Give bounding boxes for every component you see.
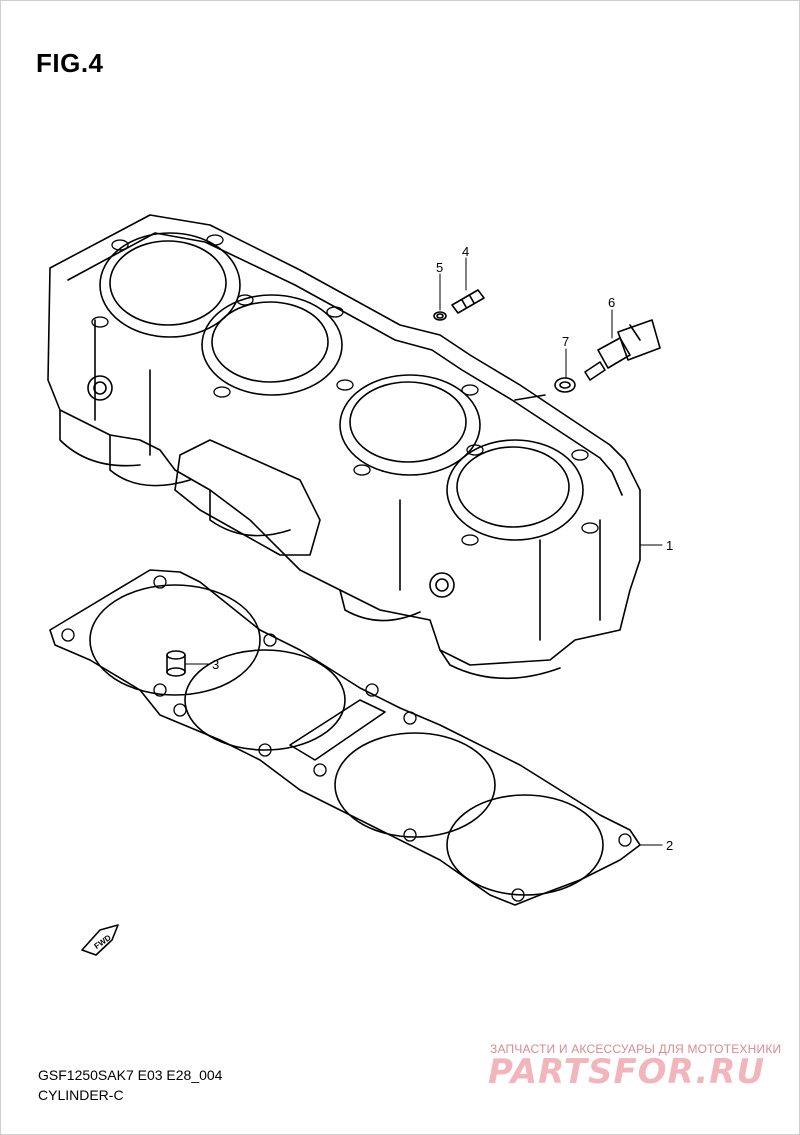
cylinder-gasket <box>49 569 641 906</box>
o-ring <box>433 311 447 321</box>
sensor-washer <box>554 377 576 393</box>
model-code: GSF1250SAK7 E03 E28_004 <box>38 1067 223 1083</box>
callout-6: 6 <box>608 295 615 310</box>
section-name: CYLINDER-C <box>38 1087 124 1103</box>
callout-7: 7 <box>562 334 569 349</box>
cylinder-block <box>47 214 641 680</box>
callout-5: 5 <box>436 260 443 275</box>
callout-1: 1 <box>666 538 673 553</box>
callout-3: 3 <box>212 657 219 672</box>
watermark-tagline: ЗАПЧАСТИ И АКСЕССУАРЫ ДЛЯ МОТОТЕХНИКИ <box>490 1042 782 1056</box>
callout-4: 4 <box>462 244 469 259</box>
temperature-sensor <box>584 319 661 381</box>
fwd-arrow-icon <box>81 924 119 956</box>
callout-2: 2 <box>666 838 673 853</box>
watermark-logo: PARTSFOR.RU <box>488 1052 766 1092</box>
nipple-fitting <box>451 289 485 314</box>
figure-title: FIG.4 <box>36 48 104 78</box>
dowel-pin <box>166 650 186 677</box>
